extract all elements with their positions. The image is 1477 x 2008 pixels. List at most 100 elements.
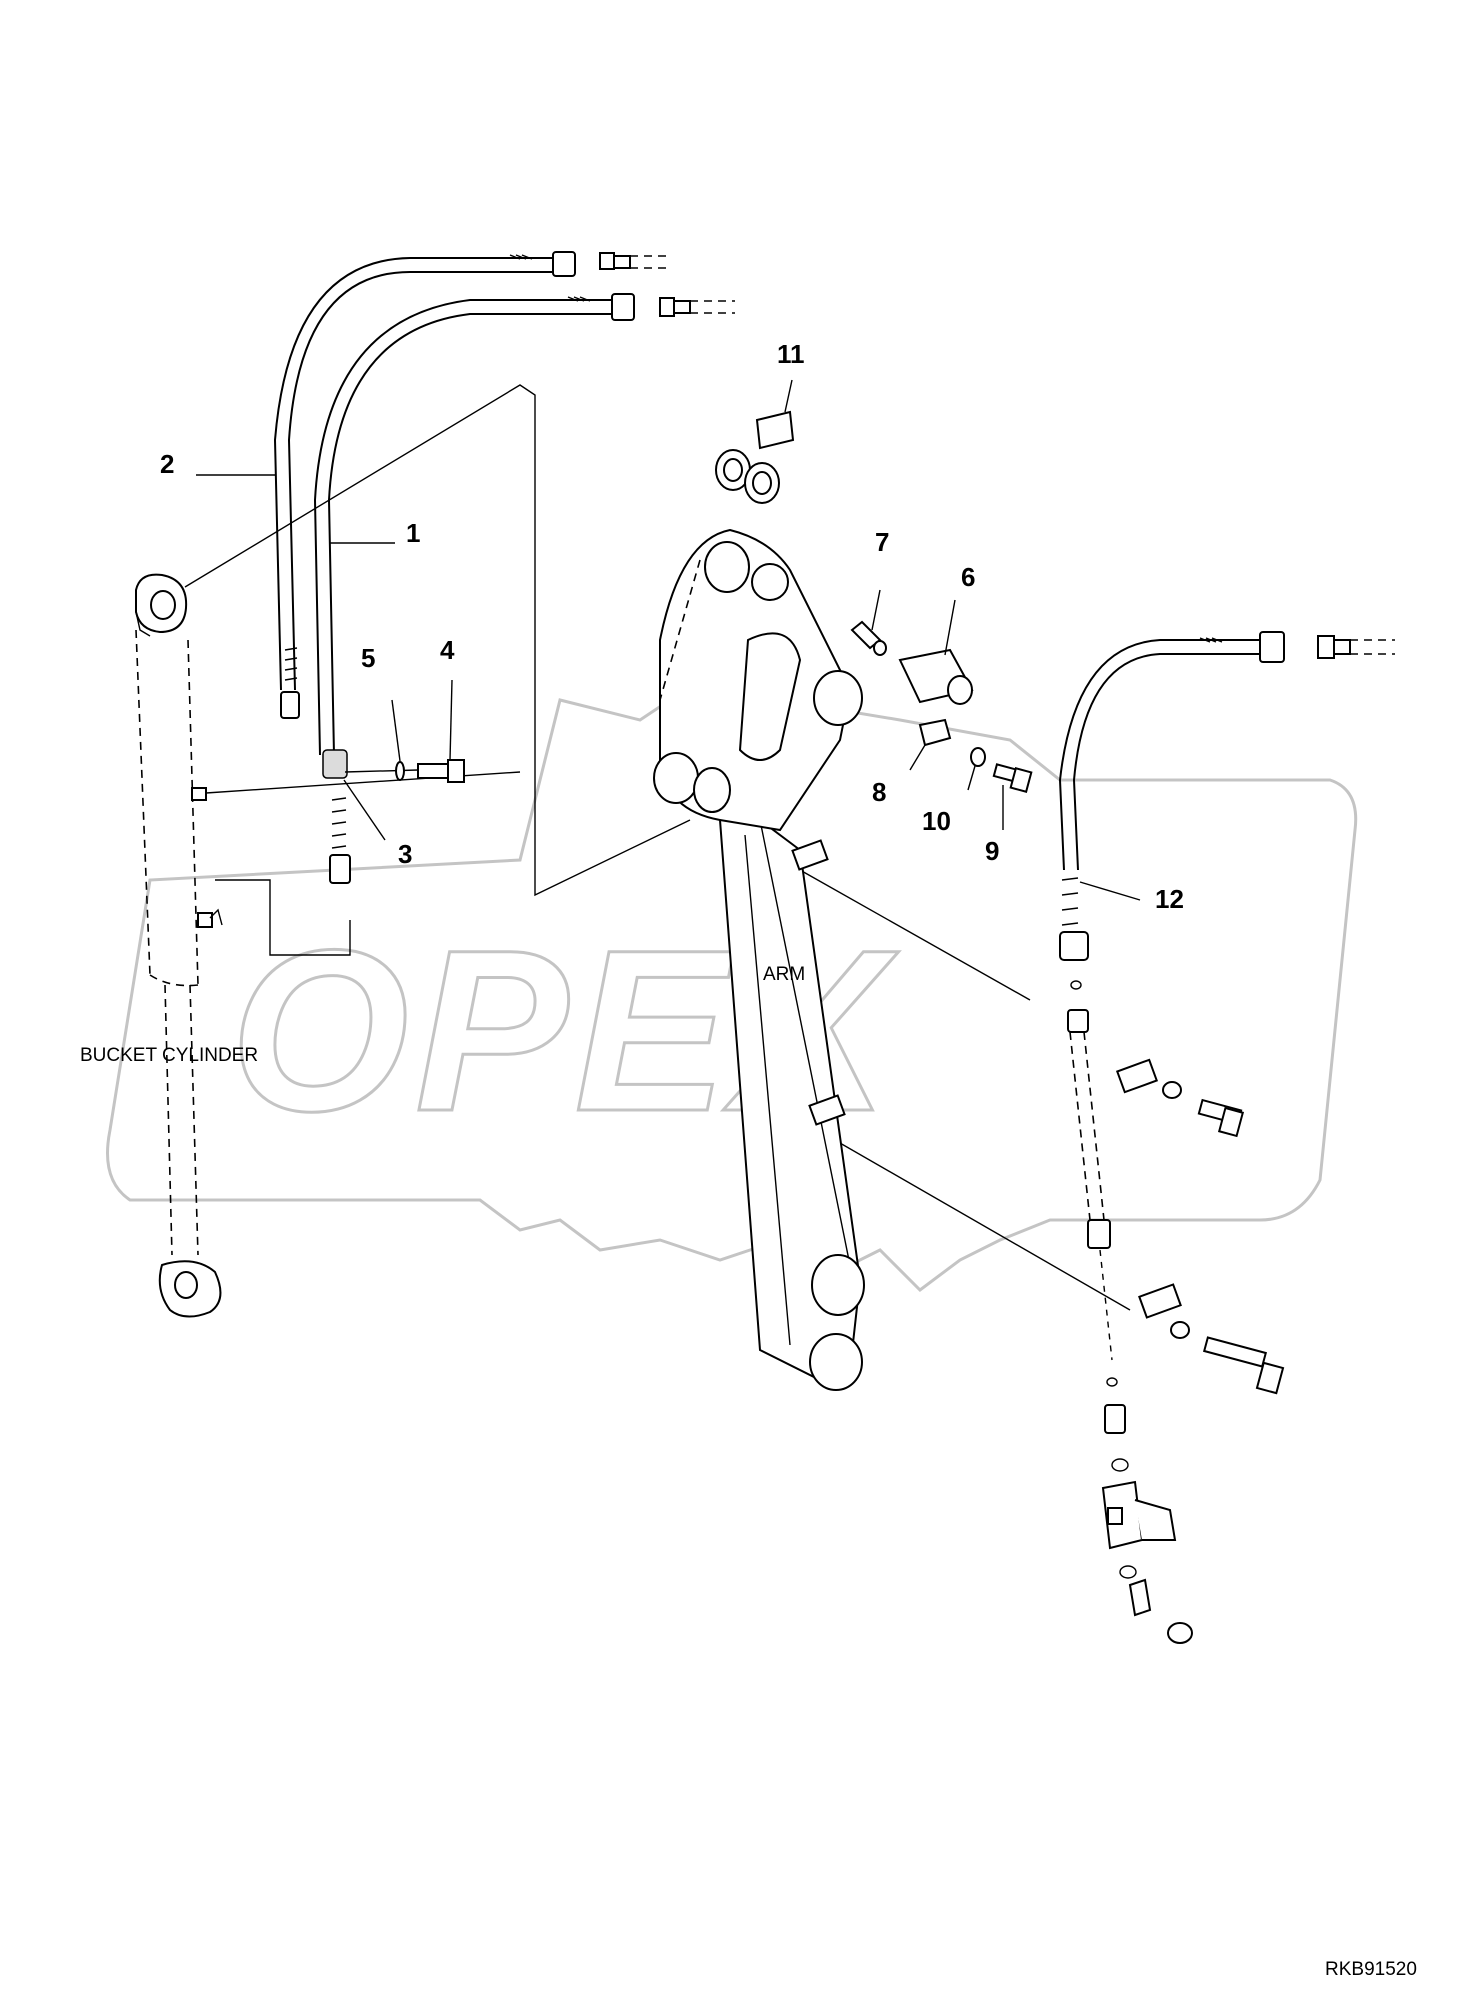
leader-outline [184, 384, 691, 897]
plug-nut [1167, 1622, 1193, 1644]
bolt-head [447, 759, 465, 783]
callout-8: 8 [872, 777, 886, 807]
callout-7: 7 [875, 527, 889, 557]
leader-arm-lower [799, 1119, 1131, 1311]
bolt-upper-head [1217, 1106, 1245, 1138]
pin-end [947, 675, 973, 705]
callout-10: 10 [922, 806, 951, 836]
hose-12-adapter-nut [1317, 635, 1335, 659]
hose-1-adapter [659, 297, 735, 317]
bolt-lower-shank [1202, 1336, 1268, 1368]
clamp-bolt-axis [344, 769, 419, 773]
hose-clamp [322, 749, 348, 779]
cylinder-top-bore [150, 590, 176, 620]
leader-arm-upper [799, 869, 1031, 1001]
drawing-number: RKB91520 [1325, 1959, 1417, 1980]
watermark-outline [106, 678, 1358, 1292]
lock-plate [918, 718, 952, 747]
valve-block-side [1134, 1499, 1177, 1541]
bolt-shank [417, 763, 449, 779]
callouts: 1 2 3 4 5 6 7 8 9 10 11 12 [160, 339, 1184, 914]
hose-1-top-nut [611, 293, 635, 321]
callout-12: 12 [1155, 884, 1184, 914]
cylinder-body [135, 629, 199, 986]
hose-1-crimp [331, 797, 347, 849]
hose-12-adapter-body [1333, 639, 1351, 655]
shim-2-hole [752, 471, 772, 495]
o-ring-middle [1106, 1377, 1118, 1387]
hose-12-inner [1072, 653, 1262, 871]
callout-5: 5 [361, 643, 375, 673]
pin-assembly [850, 589, 1033, 830]
callout-12-leader [1079, 881, 1141, 901]
hose-12-adapter [1317, 635, 1395, 659]
hose-clamp-assembly [322, 679, 465, 841]
arm-pin-boss-left-2 [693, 767, 731, 813]
hose-2-adapter-nut [599, 252, 615, 270]
callout-11-leader [784, 379, 793, 413]
hose-2-body-outer [273, 257, 556, 691]
callout-3-leader [343, 779, 386, 841]
grease-fitting-tip [873, 640, 887, 656]
hose-1-body-inner [327, 313, 614, 756]
arm-clip-upper [791, 839, 829, 871]
arm-label: ARM [763, 964, 805, 985]
adapter-fitting [1104, 1404, 1126, 1434]
pipe-and-fittings [1067, 980, 1285, 1644]
clamp-lower [1138, 1283, 1182, 1319]
o-ring-top [1070, 980, 1082, 990]
callout-6: 6 [961, 562, 975, 592]
hose-2-bottom-nut [280, 691, 300, 719]
cylinder-top-shade [135, 611, 151, 637]
callout-5-leader [391, 699, 401, 762]
hose-12-adapter-line [1350, 639, 1395, 655]
arm-pin-boss-lower [811, 1254, 865, 1316]
o-ring-bottom [1119, 1565, 1137, 1579]
arm-pin-boss-left [653, 752, 699, 804]
leader-cylinder-lower [215, 879, 351, 956]
callout-11: 11 [777, 339, 805, 369]
hose-2-adapter [599, 252, 670, 270]
lock-washer [970, 747, 986, 767]
pipe-bottom-fitting [1087, 1219, 1111, 1249]
arm-pin-boss-top [704, 541, 750, 593]
hose-2-top-nut [552, 251, 576, 277]
elbow-fitting [1128, 1578, 1152, 1617]
callout-2: 2 [160, 449, 174, 479]
cylinder-port-lower [197, 912, 213, 928]
washer-lower [1170, 1321, 1190, 1339]
arm-window [738, 632, 802, 761]
shim-1-hole [723, 458, 743, 482]
callout-10-leader [967, 765, 976, 791]
pipe-lower-axis [1099, 1249, 1113, 1361]
hose-2-top-crimp [509, 254, 533, 260]
arm-clip-lower [808, 1094, 846, 1126]
hose-1-adapter-nut [659, 297, 675, 317]
clamp-upper [1115, 1058, 1159, 1094]
pipe-top-fitting [1067, 1009, 1089, 1033]
hose-1-bottom-nut [329, 854, 351, 884]
hose-2-body-inner [287, 271, 556, 691]
washer [395, 761, 405, 781]
callout-3: 3 [398, 839, 412, 869]
hose-1-adapter-body [673, 300, 691, 314]
arm-pin-boss-bottom [809, 1333, 863, 1391]
cylinder-port-upper [191, 787, 207, 801]
callout-7-leader [871, 589, 881, 631]
hose-2 [273, 251, 670, 719]
valve-port [1107, 1507, 1123, 1525]
bucket-cylinder: BUCKET CYLINDER [80, 573, 258, 1318]
arm-top-hidden [659, 559, 701, 790]
arm-pin-boss-mid [813, 670, 863, 726]
cylinder-port-fitting [209, 908, 223, 926]
hose-12 [1058, 631, 1395, 961]
arm-pin-boss-top-2 [751, 563, 789, 601]
hose-1 [313, 293, 735, 884]
assembly-leaders [184, 384, 1131, 1311]
leader-cylinder-port [205, 771, 521, 794]
o-ring-lower [1111, 1458, 1129, 1472]
shims [715, 379, 795, 504]
cylinder-body-bottom [149, 974, 199, 987]
callout-8-leader [909, 744, 926, 771]
